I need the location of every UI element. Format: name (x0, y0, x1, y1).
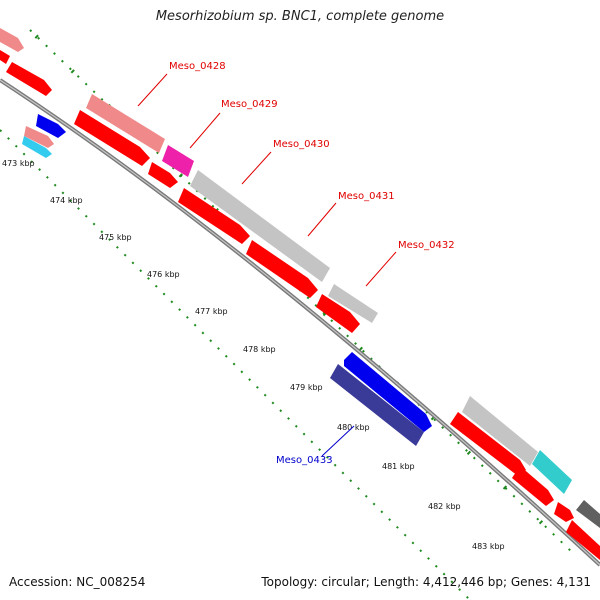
leader-line-0430 (241, 151, 272, 185)
feature-group-left[interactable] (0, 28, 66, 158)
gene-bar-0433[interactable] (330, 364, 424, 446)
gene-bar-0428-outer[interactable] (86, 94, 165, 153)
tick-label: 475 kbp (99, 233, 132, 242)
genome-backbone-highlight (0, 79, 600, 566)
gene-arrow-0431[interactable] (246, 240, 318, 298)
gene-bar[interactable] (462, 396, 538, 466)
gene-arrow[interactable] (512, 466, 554, 506)
feature-track-forward[interactable] (86, 94, 378, 323)
map-title: Mesorhizobium sp. BNC1, complete genome (155, 9, 445, 24)
gene-arrow[interactable] (6, 62, 52, 96)
leader-line-0431 (307, 202, 337, 237)
accession-info: Accession: NC_008254 (9, 575, 146, 589)
gene-arrow-0432[interactable] (316, 294, 360, 333)
gene-bar[interactable] (576, 500, 600, 528)
tick-label: 478 kbp (243, 345, 276, 354)
gene-arrow-0428[interactable] (74, 110, 150, 166)
tick-label: 479 kbp (290, 383, 323, 392)
gene-arrow-0430[interactable] (178, 188, 250, 244)
gene-label-meso-0428[interactable]: Meso_0428 (169, 61, 226, 72)
gene-label-meso-0430[interactable]: Meso_0430 (273, 139, 330, 150)
tick-label: 481 kbp (382, 462, 415, 471)
gene-bar[interactable] (566, 520, 600, 560)
leader-line-0428 (137, 73, 168, 107)
genome-backbone (0, 78, 600, 567)
gene-arrow-0433-upper[interactable] (344, 352, 432, 432)
tick-label: 474 kbp (50, 196, 83, 205)
gene-label-meso-0429[interactable]: Meso_0429 (221, 99, 278, 110)
feature-track-inner[interactable] (74, 110, 360, 333)
gene-label-meso-0433[interactable]: Meso_0433 (276, 455, 333, 466)
tick-label: 477 kbp (195, 307, 228, 316)
gene-arrow[interactable] (554, 502, 574, 522)
gene-arrow[interactable] (24, 126, 54, 148)
gene-bar[interactable] (532, 450, 572, 494)
inner-tick-track (0, 129, 471, 600)
gene-arrow[interactable] (36, 114, 66, 138)
gene-label-meso-0431[interactable]: Meso_0431 (338, 191, 395, 202)
gene-bar-0430-outer[interactable] (190, 170, 330, 282)
tick-label: 476 kbp (147, 270, 180, 279)
leader-line-0433 (321, 425, 355, 457)
gene-arrow[interactable] (0, 50, 10, 64)
tick-label: 482 kbp (428, 502, 461, 511)
tick-label: 480 kbp (337, 423, 370, 432)
gene-arrow[interactable] (22, 136, 52, 158)
tick-label: 483 kbp (472, 542, 505, 551)
gene-arrow[interactable] (0, 28, 24, 52)
gene-label-meso-0432[interactable]: Meso_0432 (398, 240, 455, 251)
gene-bar-0429-outer[interactable] (162, 145, 194, 177)
gene-bar-0432-outer[interactable] (328, 284, 378, 323)
genome-stats: Topology: circular; Length: 4,412,446 bp… (261, 575, 591, 589)
leader-line-0429 (189, 112, 221, 149)
feature-track-reverse[interactable] (330, 352, 432, 446)
leader-line-0432 (365, 251, 397, 287)
gene-arrow[interactable] (450, 412, 526, 476)
tick-label: 473 kbp (2, 159, 35, 168)
feature-group-right[interactable] (450, 396, 600, 560)
gene-arrow-0429[interactable] (148, 162, 178, 188)
